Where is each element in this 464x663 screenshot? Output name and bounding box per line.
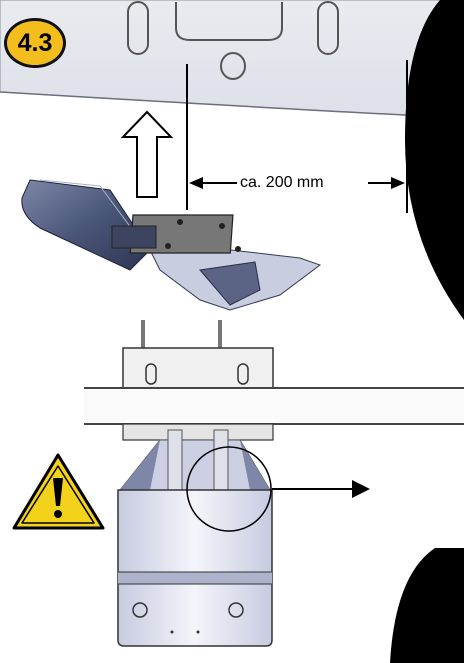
warning-triangle-icon [12, 453, 105, 530]
step-number-label: 4.3 [17, 28, 53, 57]
step-number-badge: 4.3 [4, 18, 66, 68]
measurement-label: ca. 200 mm [237, 173, 327, 193]
detail-circle [186, 446, 272, 532]
wheel-silhouette [405, 0, 464, 320]
bracket-assembly [21, 179, 322, 311]
lower-assembly [84, 320, 464, 647]
vehicle-panel [0, 0, 464, 119]
wheel-silhouette-lower [390, 548, 464, 663]
measurement-lines [186, 60, 408, 213]
right-arrow-icon [272, 480, 370, 498]
up-arrow-icon [120, 110, 174, 198]
